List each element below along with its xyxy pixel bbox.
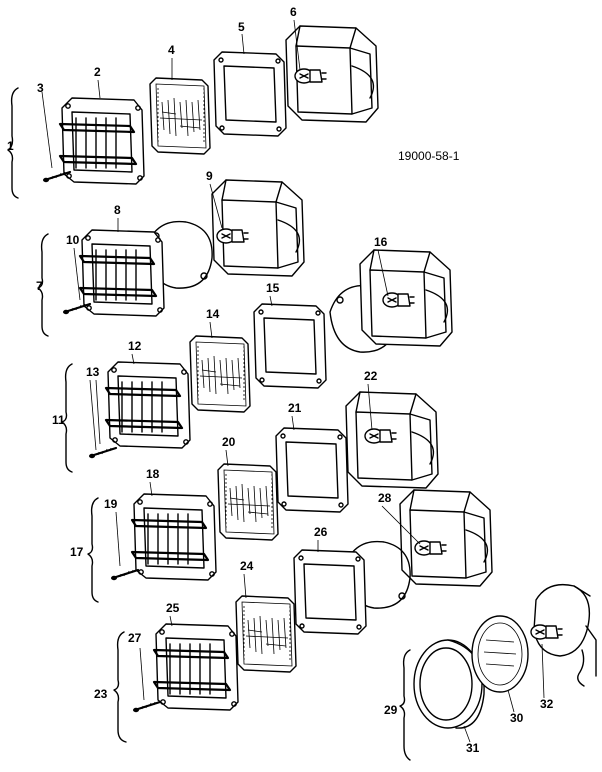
housing-9: [211, 179, 305, 277]
lens-4: [149, 77, 211, 155]
grille-2: [58, 96, 146, 186]
callout-31: 31: [466, 741, 480, 755]
callout-30: 30: [510, 711, 524, 725]
gasket-21: [275, 427, 349, 513]
gasket-5: [213, 51, 287, 137]
callout-7: 7: [36, 279, 43, 293]
screw-3: [41, 170, 72, 184]
callout-4: 4: [168, 43, 175, 57]
callout-25: 25: [166, 601, 180, 615]
screw-10: [61, 302, 92, 316]
callout-12: 12: [128, 339, 142, 353]
callout-20: 20: [222, 435, 236, 449]
callout-8: 8: [114, 203, 121, 217]
grille-8: [78, 228, 166, 318]
callout-32: 32: [540, 697, 554, 711]
callout-19: 19: [104, 497, 118, 511]
svg-text:19000-58-1: 19000-58-1: [398, 149, 460, 163]
callout-15: 15: [266, 281, 280, 295]
callout-24: 24: [240, 559, 254, 573]
gasket-15: [253, 303, 327, 389]
callout-numbers: 1 2 3 4 5 6 7 8 9 10 11 12 13 14 15 16 1…: [7, 5, 554, 755]
callout-18: 18: [146, 467, 160, 481]
callout-23: 23: [94, 687, 108, 701]
callout-14: 14: [206, 307, 220, 321]
callout-27: 27: [128, 631, 142, 645]
callout-16: 16: [374, 235, 388, 249]
screw-27: [131, 700, 162, 714]
callout-2: 2: [94, 65, 101, 79]
callout-11: 11: [52, 413, 65, 427]
screw-19: [109, 568, 140, 582]
grille-25: [152, 622, 240, 712]
lens-disk-30: [471, 615, 529, 693]
lens-14: [189, 335, 251, 413]
lens-24: [235, 595, 297, 673]
callout-13: 13: [86, 365, 100, 379]
callout-28: 28: [378, 491, 392, 505]
callout-5: 5: [238, 20, 245, 34]
callout-1: 1: [7, 139, 14, 153]
gasket-26: [293, 549, 367, 635]
callout-22: 22: [364, 369, 378, 383]
screw-13: [87, 446, 118, 460]
grille-12: [104, 360, 192, 450]
leader-lines: [89, 19, 545, 743]
ring-31: [413, 639, 485, 729]
lens-20: [217, 463, 279, 541]
callout-3: 3: [37, 81, 44, 95]
callout-9: 9: [206, 169, 213, 183]
grille-18: [130, 492, 218, 582]
callout-21: 21: [288, 401, 302, 415]
callout-29: 29: [384, 703, 398, 717]
callout-10: 10: [66, 233, 80, 247]
callout-6: 6: [290, 5, 297, 19]
callout-17: 17: [70, 545, 84, 559]
reference-code: 19000-58-1: [398, 149, 460, 163]
callout-26: 26: [314, 525, 328, 539]
